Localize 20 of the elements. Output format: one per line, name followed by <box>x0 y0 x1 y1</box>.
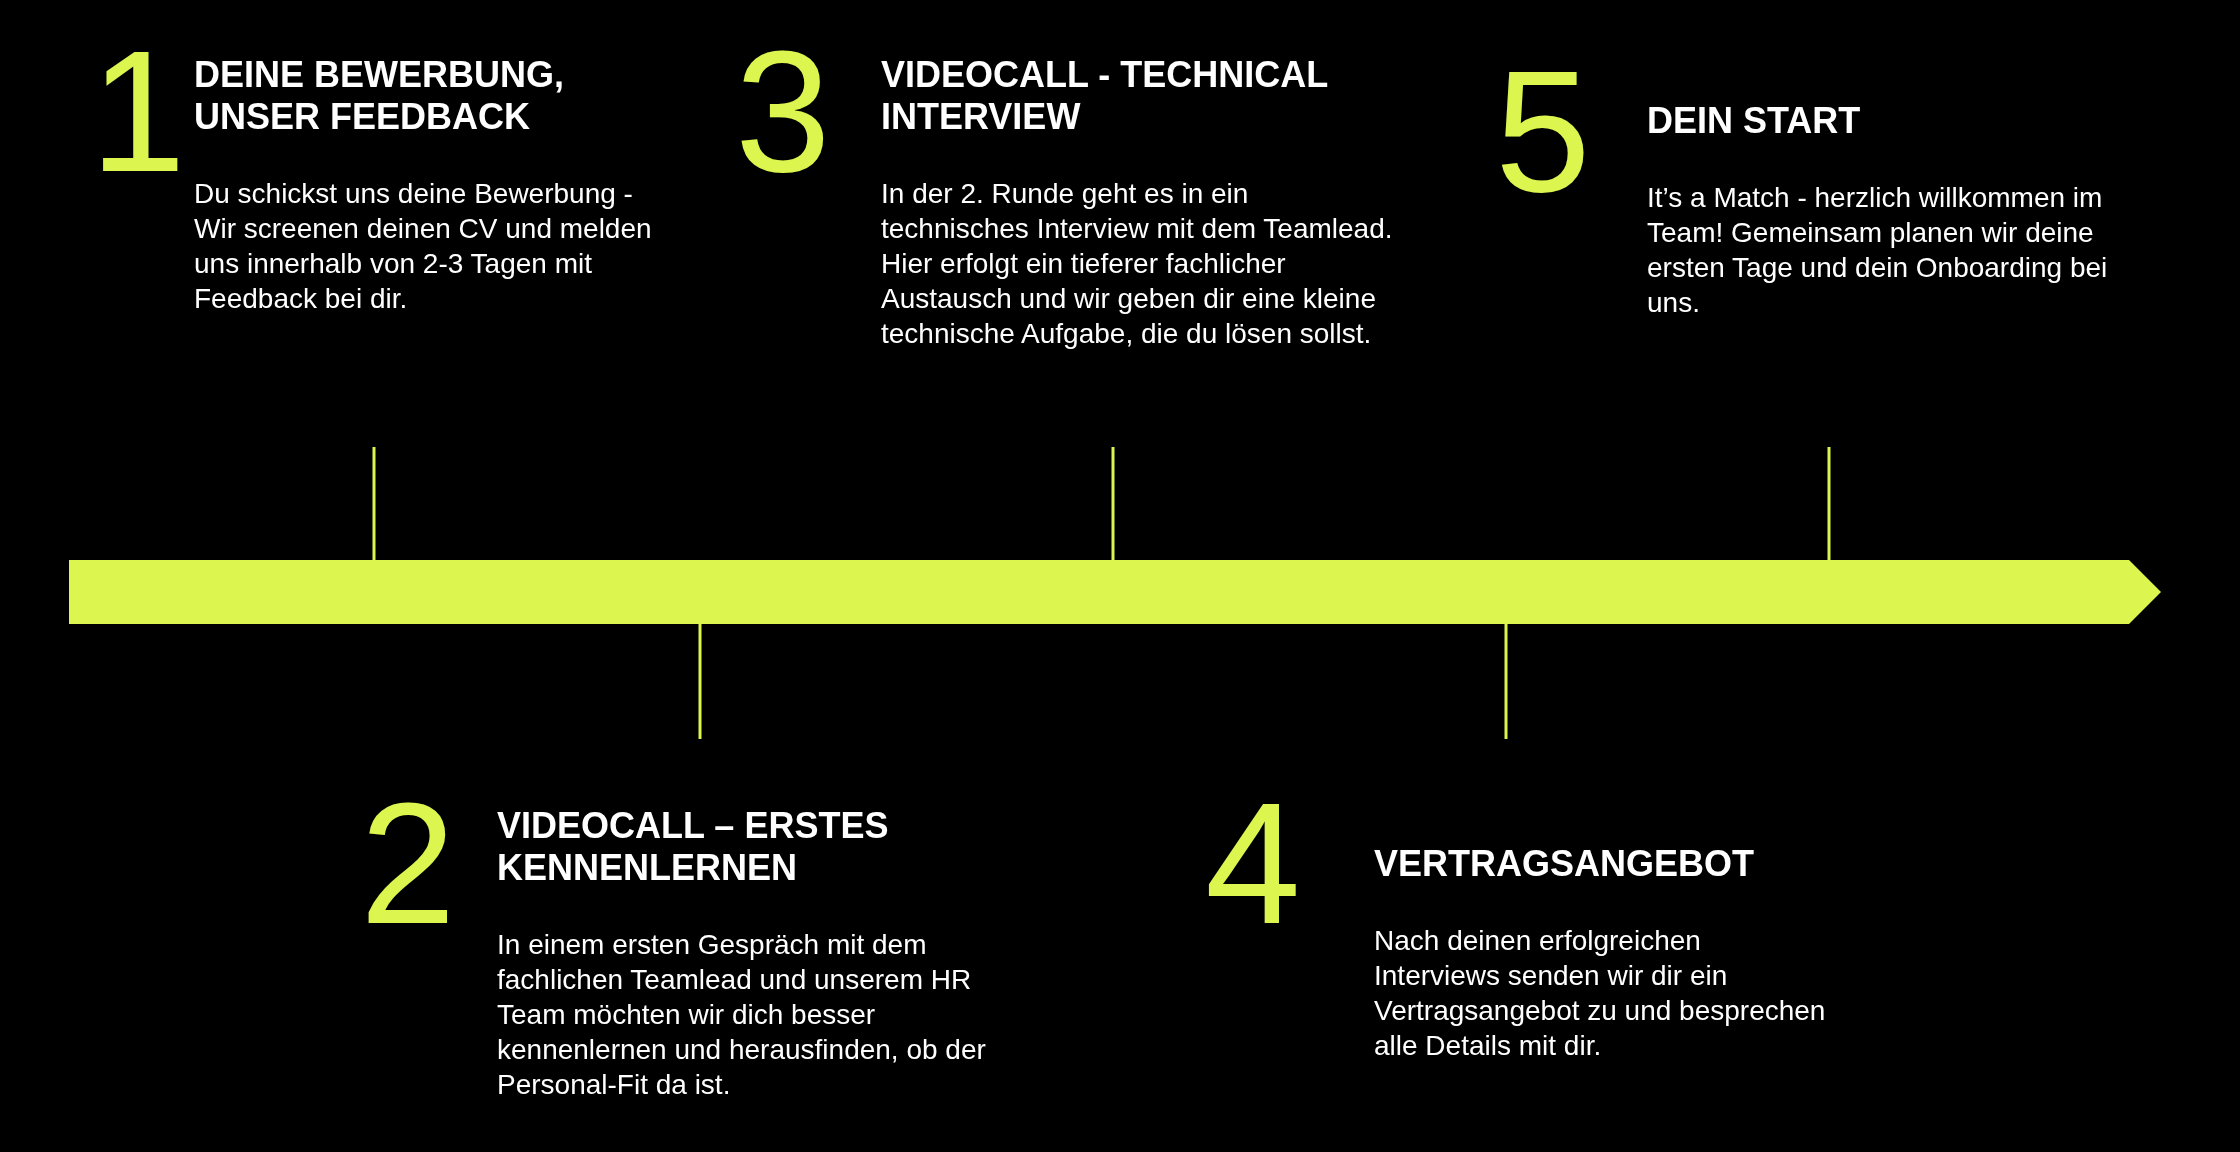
step-number: 5 <box>1495 45 1591 217</box>
connector-line <box>698 624 702 739</box>
step-description: It’s a Match - herzlich willkommen im Team! Gemeinsam planen wir deine ersten Tage und dein Onboarding bei uns. <box>1647 181 2109 320</box>
connector-line <box>1111 447 1115 560</box>
step-heading: VIDEOCALL – ERSTES KENNENLERNEN <box>497 805 890 889</box>
step-number: 4 <box>1205 777 1301 949</box>
step-description: In der 2. Runde geht es in ein technisches Interview mit dem Teamlead. Hier erfolgt ein tieferer fachlicher Austausch und wir geben dir eine kleine technische Aufgabe, die du lösen sollst. <box>881 177 1394 351</box>
step-description: Nach deinen erfolgreichen Interviews senden wir dir ein Vertragsangebot zu und besprechen alle Details mit dir. <box>1374 924 1827 1063</box>
step-description: Du schickst uns deine Bewerbung - Wir screenen deinen CV und melden uns innerhalb von 2-3 Tagen mit Feedback bei dir. <box>194 177 653 316</box>
connector-line <box>1827 447 1831 560</box>
step-heading: VIDEOCALL - TECHNICAL INTERVIEW <box>881 54 1329 138</box>
step-description: In einem ersten Gespräch mit dem fachlichen Teamlead und unserem HR Team möchten wir dich besser kennenlernen und herausfinden, ob der Personal-Fit da ist. <box>497 928 987 1102</box>
connector-line <box>372 447 376 560</box>
step-heading: DEIN START <box>1647 100 1862 142</box>
step-heading: DEINE BEWERBUNG, UNSER FEEDBACK <box>194 54 566 138</box>
step-number: 2 <box>360 777 456 949</box>
step-number: 3 <box>735 25 831 197</box>
step-number: 1 <box>90 25 186 197</box>
step-heading: VERTRAGSANGEBOT <box>1374 843 1756 885</box>
connector-line <box>1504 624 1508 739</box>
